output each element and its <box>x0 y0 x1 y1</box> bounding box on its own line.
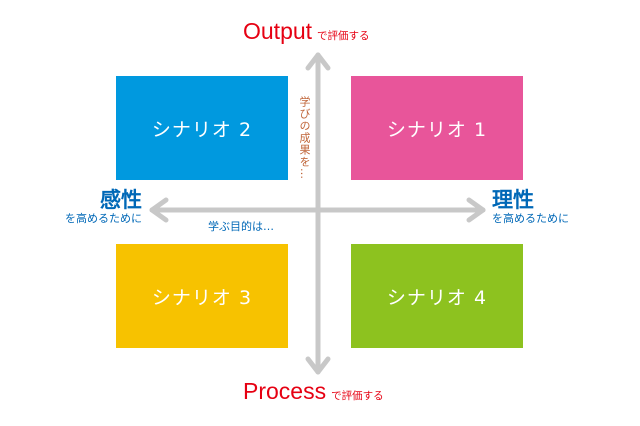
output-label: Output <box>243 18 313 44</box>
scenario-3-box: シナリオ 3 <box>116 244 288 348</box>
up-arrowhead <box>305 52 331 71</box>
kansei-sub-label: を高めるために <box>65 212 142 225</box>
scenario-2-box: シナリオ 2 <box>116 76 288 180</box>
scenario-3-label: シナリオ 3 <box>151 286 253 309</box>
left-arrowhead <box>149 197 169 223</box>
scenario-2-label: シナリオ 2 <box>151 118 253 141</box>
process-axis-title: Process で評価する <box>243 378 384 405</box>
vertical-axis-note: 学びの成果を… <box>298 96 311 180</box>
risei-label: 理性 <box>492 188 534 212</box>
left-axis-label: 感性 を高めるために <box>30 188 142 226</box>
horizontal-axis-note: 学ぶ目的は… <box>208 220 274 233</box>
output-axis-title: Output で評価する <box>243 18 370 45</box>
scenario-1-box: シナリオ 1 <box>351 76 523 180</box>
process-sub-label: で評価する <box>331 390 384 402</box>
output-sub-label: で評価する <box>317 30 370 42</box>
scenario-1-label: シナリオ 1 <box>386 118 488 141</box>
right-arrowhead <box>466 197 486 223</box>
right-axis-label: 理性 を高めるために <box>492 188 569 226</box>
kansei-label: 感性 <box>100 188 142 212</box>
risei-sub-label: を高めるために <box>492 212 569 225</box>
process-label: Process <box>243 378 327 404</box>
down-arrowhead <box>305 356 331 375</box>
scenario-4-label: シナリオ 4 <box>386 286 488 309</box>
scenario-4-box: シナリオ 4 <box>351 244 523 348</box>
